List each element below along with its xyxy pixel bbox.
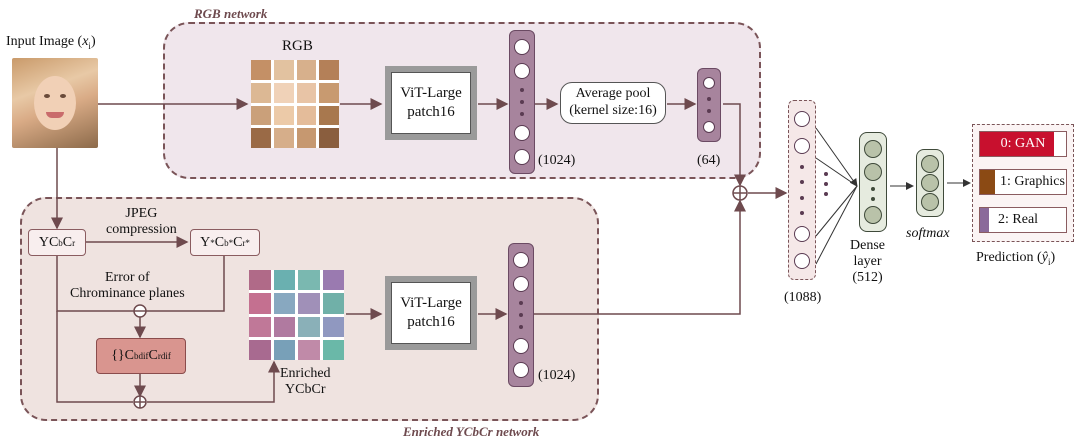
vector-1024-top bbox=[509, 30, 535, 174]
softmax-vector bbox=[916, 149, 944, 217]
dim-1024-bottom: (1024) bbox=[538, 368, 576, 383]
patch bbox=[322, 316, 344, 337]
input-image-label: Input Image (xi) bbox=[6, 34, 96, 51]
patch bbox=[273, 293, 295, 314]
prediction-real: 2: Real bbox=[979, 207, 1067, 233]
patch bbox=[251, 82, 271, 103]
prediction-box: 0: GAN 1: Graphics 2: Real bbox=[972, 124, 1074, 242]
rgb-network-label: RGB network bbox=[194, 6, 268, 21]
patch bbox=[251, 105, 271, 126]
prediction-label: Prediction (ŷi) bbox=[976, 250, 1056, 267]
rgb-patch-grid bbox=[251, 60, 339, 148]
prediction-real-label: 2: Real bbox=[998, 212, 1039, 227]
vector-1088 bbox=[788, 100, 816, 280]
patch bbox=[319, 60, 339, 80]
patch bbox=[251, 128, 271, 148]
patch bbox=[251, 60, 271, 80]
prediction-gan: 0: GAN bbox=[979, 131, 1067, 157]
patch bbox=[319, 105, 339, 126]
patch bbox=[296, 128, 317, 148]
patch bbox=[296, 60, 317, 80]
dense-layer-vector bbox=[859, 132, 887, 232]
vit-large-top: ViT-Large patch16 bbox=[385, 66, 477, 140]
patch bbox=[249, 293, 271, 314]
prediction-graphics-bar bbox=[980, 170, 996, 194]
patch bbox=[273, 316, 295, 337]
patch bbox=[319, 82, 339, 103]
input-face-image bbox=[12, 58, 98, 148]
patch bbox=[273, 60, 294, 80]
patch bbox=[298, 339, 320, 360]
dim-64: (64) bbox=[697, 153, 721, 168]
vit-bottom-line1: ViT-Large bbox=[400, 295, 462, 312]
average-pool-box: Average pool (kernel size:16) bbox=[560, 82, 666, 124]
patch bbox=[319, 128, 339, 148]
prediction-real-bar bbox=[980, 208, 989, 232]
patch bbox=[298, 293, 320, 314]
prediction-graphics: 1: Graphics bbox=[979, 169, 1067, 195]
softmax-label: softmax bbox=[906, 226, 950, 241]
dim-1024-top: (1024) bbox=[538, 153, 576, 168]
patch bbox=[273, 105, 294, 126]
rgb-label: RGB bbox=[282, 38, 313, 54]
vit-top-line1: ViT-Large bbox=[400, 85, 462, 102]
patch bbox=[273, 128, 294, 148]
ycbcr-network-label: Enriched YCbCr network bbox=[403, 424, 540, 439]
patch bbox=[298, 316, 320, 337]
avg-pool-line2: (kernel size:16) bbox=[569, 103, 657, 118]
prediction-graphics-label: 1: Graphics bbox=[1000, 174, 1065, 189]
avg-pool-line1: Average pool bbox=[575, 86, 651, 102]
patch bbox=[296, 82, 317, 103]
vit-large-bottom: ViT-Large patch16 bbox=[385, 276, 477, 350]
prediction-gan-label: 0: GAN bbox=[1000, 136, 1046, 151]
dim-1088: (1088) bbox=[784, 290, 822, 305]
enriched-patch-grid bbox=[249, 270, 344, 360]
patch bbox=[273, 339, 295, 360]
patch bbox=[322, 293, 344, 314]
concat-dots bbox=[824, 172, 828, 196]
prediction-gan-bar bbox=[980, 132, 1054, 156]
vit-bottom-line2: patch16 bbox=[407, 314, 455, 330]
patch bbox=[298, 270, 320, 291]
patch bbox=[249, 270, 271, 291]
vector-1024-bottom bbox=[508, 243, 534, 387]
patch bbox=[322, 270, 344, 291]
patch bbox=[322, 339, 344, 360]
patch bbox=[249, 316, 271, 337]
vector-64 bbox=[697, 68, 721, 142]
patch bbox=[273, 82, 294, 103]
patch bbox=[273, 270, 295, 291]
patch bbox=[296, 105, 317, 126]
vit-top-line2: patch16 bbox=[407, 104, 455, 120]
patch bbox=[249, 339, 271, 360]
